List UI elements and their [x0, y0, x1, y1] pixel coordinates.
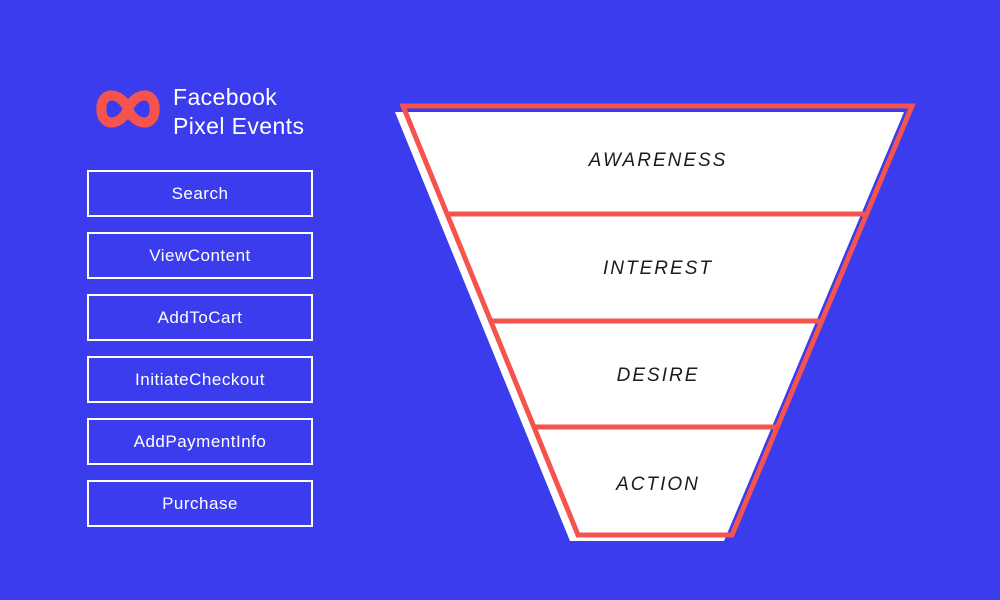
page-title-line2: Pixel Events — [173, 113, 305, 139]
page-title: Facebook Pixel Events — [173, 83, 304, 141]
funnel-stage-awareness: AWARENESS — [588, 150, 728, 171]
event-button-search[interactable]: Search — [87, 170, 313, 217]
event-button-purchase[interactable]: Purchase — [87, 480, 313, 527]
event-button-addtocart[interactable]: AddToCart — [87, 294, 313, 341]
funnel-stage-action: ACTION — [616, 474, 700, 495]
funnel-stage-desire: DESIRE — [616, 365, 700, 386]
funnel-shadow-shape — [395, 112, 904, 541]
page-title-line1: Facebook — [173, 84, 278, 110]
pixel-events-list: Search ViewContent AddToCart InitiateChe… — [87, 170, 313, 542]
event-button-addpaymentinfo[interactable]: AddPaymentInfo — [87, 418, 313, 465]
funnel-outline — [399, 103, 916, 538]
event-button-viewcontent[interactable]: ViewContent — [87, 232, 313, 279]
event-button-initiatecheckout[interactable]: InitiateCheckout — [87, 356, 313, 403]
meta-infinity-logo-icon — [96, 90, 160, 128]
funnel-stage-interest: INTEREST — [603, 258, 713, 279]
